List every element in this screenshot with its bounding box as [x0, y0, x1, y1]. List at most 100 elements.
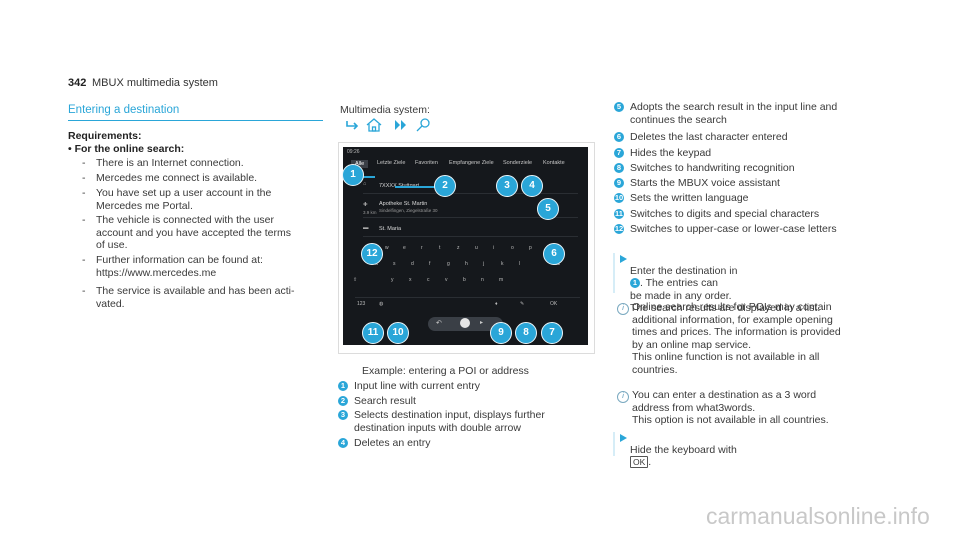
legend-text: Sets the written language	[630, 192, 749, 204]
condition-text: The vehicle is connected with the user a…	[96, 214, 291, 251]
arrow-right-icon	[346, 121, 359, 130]
legend-text: Adopts the search result in the input li…	[630, 101, 838, 126]
legend-badge: 9	[614, 178, 624, 188]
key-t[interactable]: t	[439, 245, 441, 251]
legend-text: Switches to handwriting recognition	[630, 162, 795, 174]
section-title: Entering a destination	[68, 104, 180, 116]
legend-text: Input line with current entry	[354, 380, 481, 392]
key-v[interactable]: v	[445, 277, 448, 283]
key-g[interactable]: g	[447, 261, 450, 267]
tab-recent[interactable]: Letzte Ziele	[377, 160, 406, 166]
callout-10: 10	[387, 322, 409, 344]
key-e[interactable]: e	[403, 245, 406, 251]
watermark: carmanualsonline.info	[706, 503, 930, 529]
key-d[interactable]: d	[411, 261, 414, 267]
dash-icon: -	[82, 214, 86, 226]
bullet-text: For the online search:	[74, 143, 185, 155]
double-chevron-icon	[395, 120, 406, 130]
section-rule	[68, 120, 323, 121]
key-i[interactable]: i	[493, 245, 495, 251]
key-l[interactable]: l	[519, 261, 521, 267]
back-icon[interactable]: ↶	[436, 320, 442, 327]
result-item[interactable]: ▬ St. Maria	[363, 222, 578, 237]
note-what3words: You can enter a destination as a 3 word …	[632, 389, 829, 426]
key-w[interactable]: w	[385, 245, 389, 251]
digits-key[interactable]: 123	[357, 301, 366, 307]
note-online-search: Online search results for POIs may conta…	[632, 301, 841, 376]
handwriting-icon[interactable]: ✎	[520, 301, 525, 307]
key-y[interactable]: y	[391, 277, 394, 283]
tab-favourites[interactable]: Favoriten	[415, 160, 438, 166]
callout-11: 11	[362, 322, 384, 344]
shift-icon[interactable]: ⇧	[353, 277, 358, 283]
key-n[interactable]: n	[481, 277, 484, 283]
instruction-marker	[613, 432, 615, 456]
key-p[interactable]: p	[529, 245, 532, 251]
key-r[interactable]: r	[421, 245, 423, 251]
key-c[interactable]: c	[427, 277, 430, 283]
dash-icon: -	[82, 285, 86, 297]
keyboard-bottom-row: 123 ◍ ♦ ✎ OK	[355, 297, 580, 312]
path-label: Multimedia system:	[340, 104, 430, 116]
key-f[interactable]: f	[429, 261, 431, 267]
requirement-bullet: • For the online search:	[68, 143, 184, 156]
legend-badge: 10	[614, 193, 624, 203]
instruction-text: Enter the destination in	[630, 264, 738, 277]
key-j[interactable]: j	[483, 261, 485, 267]
legend-text: Search result	[354, 395, 416, 407]
key-x[interactable]: x	[409, 277, 412, 283]
tab-contacts[interactable]: Kontakte	[543, 160, 565, 166]
instruction-arrow-icon	[620, 434, 627, 442]
ok-key-symbol: OK	[630, 456, 649, 468]
ok-key[interactable]: OK	[550, 301, 558, 307]
tab-all[interactable]: Alle	[351, 160, 369, 168]
legend-badge: 1	[338, 381, 348, 391]
legend-badge: 7	[614, 148, 624, 158]
result-sub: Sindelfingen, Ziegelstraße 30	[379, 208, 438, 213]
legend-badge: 3	[338, 410, 348, 420]
path-icons	[346, 118, 430, 132]
legend-item: 10 Sets the written language	[614, 192, 864, 205]
key-h[interactable]: h	[465, 261, 468, 267]
tab-received[interactable]: Empfangene Ziele	[449, 160, 494, 166]
key-o[interactable]: o	[511, 245, 514, 251]
legend-badge: 5	[614, 102, 624, 112]
key-m[interactable]: m	[499, 277, 504, 283]
callout-3: 3	[496, 175, 518, 197]
callout-9: 9	[490, 322, 512, 344]
condition-text: Further information can be found at: htt…	[96, 254, 263, 279]
legend-item: 1 Input line with current entry	[338, 380, 588, 393]
home-button-icon[interactable]	[460, 318, 470, 328]
requirements-label: Requirements:	[68, 130, 142, 142]
forward-icon[interactable]: ▸	[480, 320, 484, 326]
key-k[interactable]: k	[501, 261, 504, 267]
key-u[interactable]: u	[475, 245, 478, 251]
legend-text: Deletes the last character entered	[630, 131, 788, 143]
key-b[interactable]: b	[463, 277, 466, 283]
info-icon: i	[617, 391, 629, 403]
key-z[interactable]: z	[457, 245, 460, 251]
condition-item: -Further information can be found at: ht…	[82, 254, 322, 279]
result-item[interactable]: ✚ Apotheke St. Martin Sindelfingen, Zieg…	[363, 199, 578, 218]
condition-item: -The vehicle is connected with the user …	[82, 214, 322, 252]
result-title: St. Maria	[379, 226, 402, 232]
legend-badge: 4	[338, 438, 348, 448]
tab-pois[interactable]: Sonderziele	[503, 160, 533, 166]
figure-caption: Example: entering a POI or address	[362, 365, 529, 377]
callout-6: 6	[543, 243, 565, 265]
instruction-arrow-icon	[620, 255, 627, 263]
pin-icon: ⌂	[363, 181, 367, 187]
key-s[interactable]: s	[393, 261, 396, 267]
condition-text: There is an Internet connection.	[96, 157, 244, 169]
microphone-icon[interactable]: ♦	[495, 301, 498, 307]
dash-icon: -	[82, 254, 86, 266]
callout-leader	[395, 186, 435, 188]
language-globe-icon[interactable]: ◍	[379, 301, 384, 307]
